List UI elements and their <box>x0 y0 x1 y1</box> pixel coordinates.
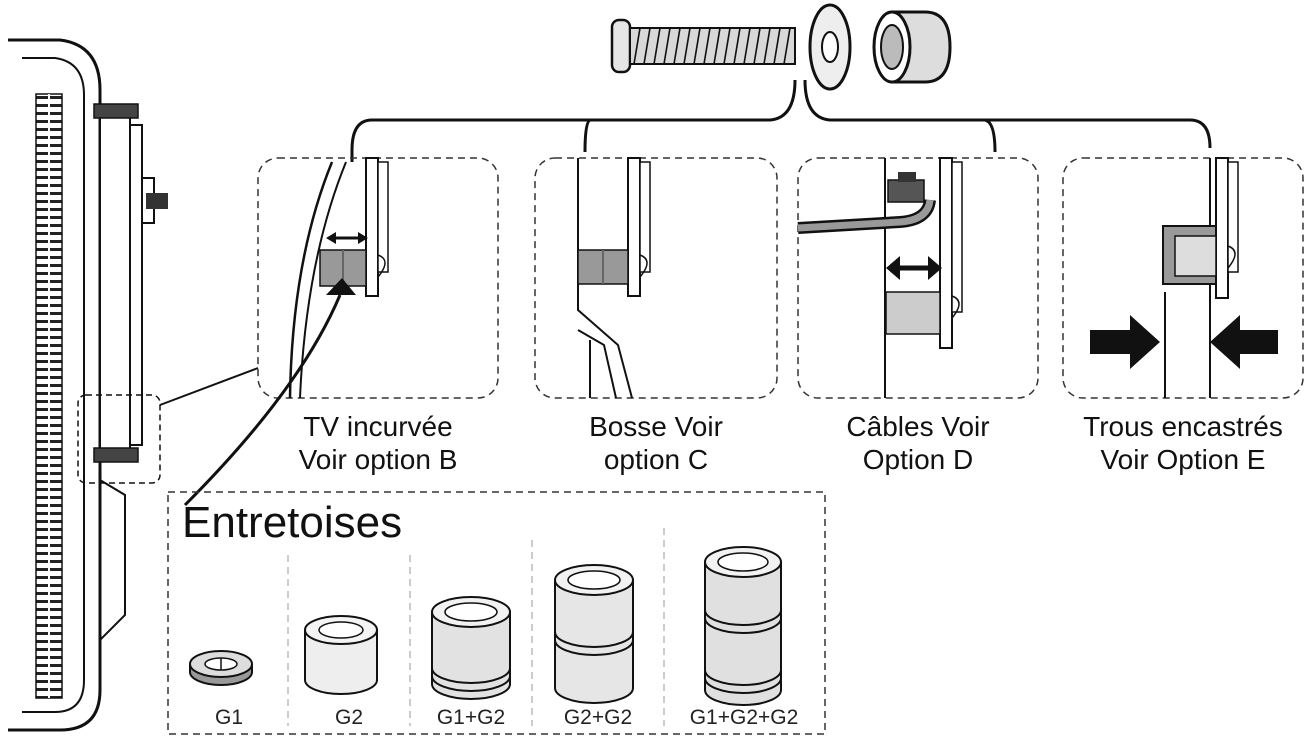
option-e-line2: Voir Option E <box>1100 444 1266 475</box>
connector-brace <box>350 79 1212 162</box>
option-c-line1: Bosse Voir <box>589 411 723 442</box>
tv-side-profile <box>8 38 259 732</box>
spacer-label-g1-g2: G1+G2 <box>436 706 506 729</box>
option-d-line1: Câbles Voir <box>846 411 990 442</box>
washer-icon <box>808 3 852 91</box>
spacer-g2-icon <box>304 615 378 695</box>
spacer-label-g2-g2: G2+G2 <box>563 706 633 729</box>
option-c-label: Bosse Voir option C <box>535 410 777 476</box>
spacer-cap-icon <box>872 10 952 84</box>
spacer-g1-icon <box>189 650 253 686</box>
option-b-label: TV incurvée Voir option B <box>258 410 498 476</box>
spacer-label-g1-g2-g2: G1+G2+G2 <box>689 706 799 729</box>
option-d-label: Câbles Voir Option D <box>798 410 1038 476</box>
spacer-g1-g2-g2-icon <box>704 546 782 706</box>
spacer-label-g1: G1 <box>214 706 243 729</box>
spacer-label-g2: G2 <box>334 706 363 729</box>
spacer-g2-g2-icon <box>554 564 634 704</box>
spacers-heading: Entretoises <box>182 498 403 547</box>
option-d-line2: Option D <box>862 444 974 475</box>
option-b-line2: Voir option B <box>298 444 458 475</box>
option-b-panel <box>183 157 499 507</box>
option-b-line1: TV incurvée <box>303 411 453 442</box>
option-e-line1: Trous encastrés <box>1083 411 1283 442</box>
option-e-panel <box>1062 157 1304 399</box>
spacer-g1-g2-icon <box>431 596 511 700</box>
option-d-panel <box>797 157 1039 399</box>
option-c-line2: option C <box>603 444 709 475</box>
option-e-label: Trous encastrés Voir Option E <box>1060 410 1306 476</box>
screw-icon <box>610 18 796 74</box>
spacers-box <box>167 491 826 735</box>
option-c-panel <box>534 157 778 399</box>
